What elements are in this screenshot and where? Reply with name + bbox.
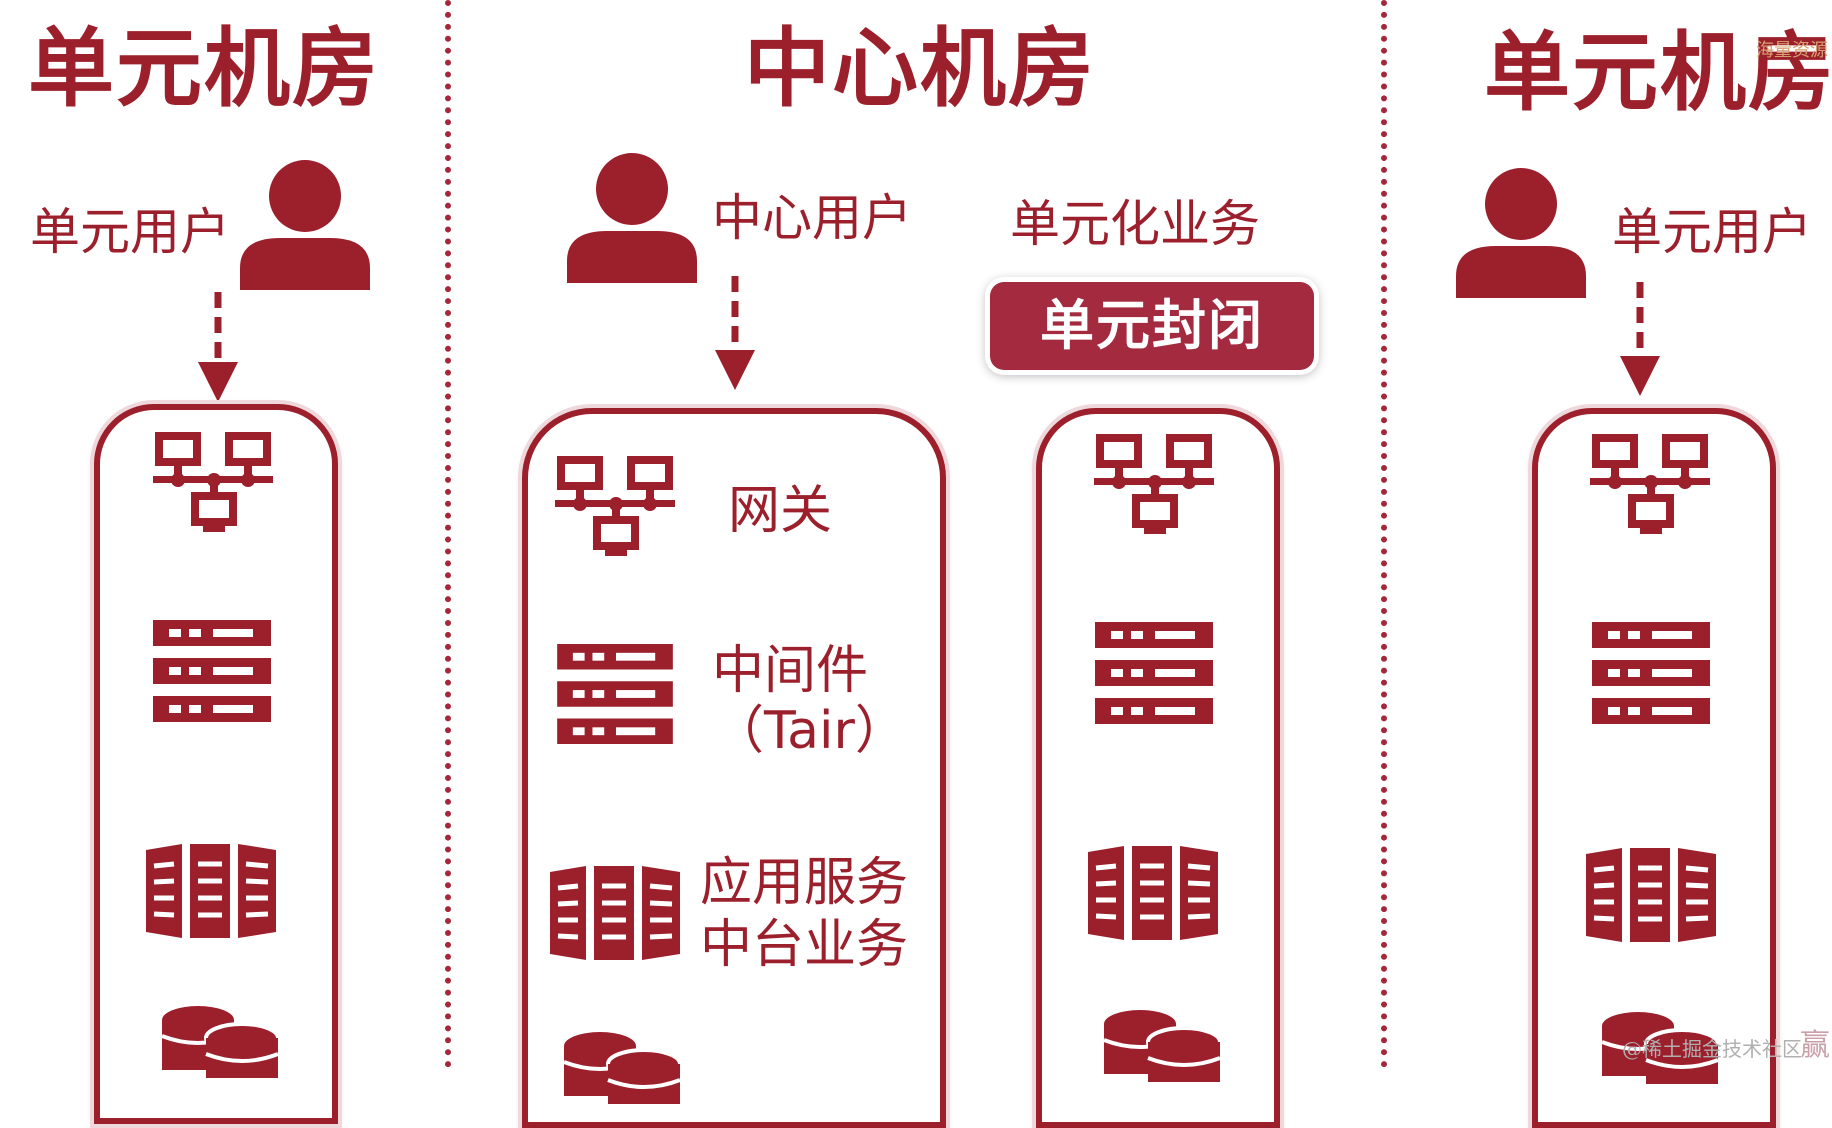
middleware-icon	[1592, 622, 1710, 724]
unit-closed-badge: 单元封闭	[990, 282, 1314, 370]
center-title: 中心机房	[744, 19, 1096, 119]
unit-business-panel	[1036, 408, 1280, 1128]
database-icon	[563, 1032, 682, 1104]
user-icon	[1456, 168, 1586, 298]
network-icon	[153, 432, 273, 532]
user-icon	[240, 160, 370, 290]
database-icon	[161, 1006, 280, 1078]
right-user-label: 单元用户	[1612, 203, 1812, 261]
middleware-icon	[557, 644, 673, 744]
server-rack-icon	[146, 844, 276, 938]
unit-business-label: 单元化业务	[1010, 195, 1260, 253]
network-icon	[1094, 434, 1214, 534]
server-rack-icon	[1586, 848, 1716, 942]
platform-service-label: 中台业务	[700, 915, 909, 975]
middleware-note: （Tair）	[712, 701, 907, 761]
left-unit-title: 单元机房	[28, 19, 380, 119]
dashed-arrow-icon	[198, 292, 238, 402]
network-icon	[1590, 434, 1710, 534]
server-rack-icon	[1088, 846, 1218, 940]
server-rack-icon	[550, 866, 680, 960]
middleware-label: 中间件	[712, 641, 869, 701]
dashed-arrow-icon	[715, 276, 755, 390]
network-icon	[555, 456, 675, 556]
middleware-icon	[153, 620, 271, 722]
dashed-arrow-icon	[1620, 282, 1660, 396]
watermark-corner: 赢	[1800, 1028, 1830, 1063]
gateway-label: 网关	[728, 481, 833, 541]
user-icon	[567, 153, 697, 283]
app-service-label: 应用服务	[700, 853, 909, 913]
left-user-label: 单元用户	[30, 203, 230, 261]
center-user-label: 中心用户	[712, 189, 912, 247]
middleware-icon	[1095, 622, 1213, 724]
left-divider	[445, 0, 451, 1068]
watermark-top-right: 海量资源	[1756, 40, 1828, 61]
watermark-bottom-right: @稀土掘金技术社区	[1622, 1037, 1802, 1061]
right-unit-title: 单元机房	[1484, 23, 1832, 123]
right-divider	[1381, 0, 1387, 1068]
